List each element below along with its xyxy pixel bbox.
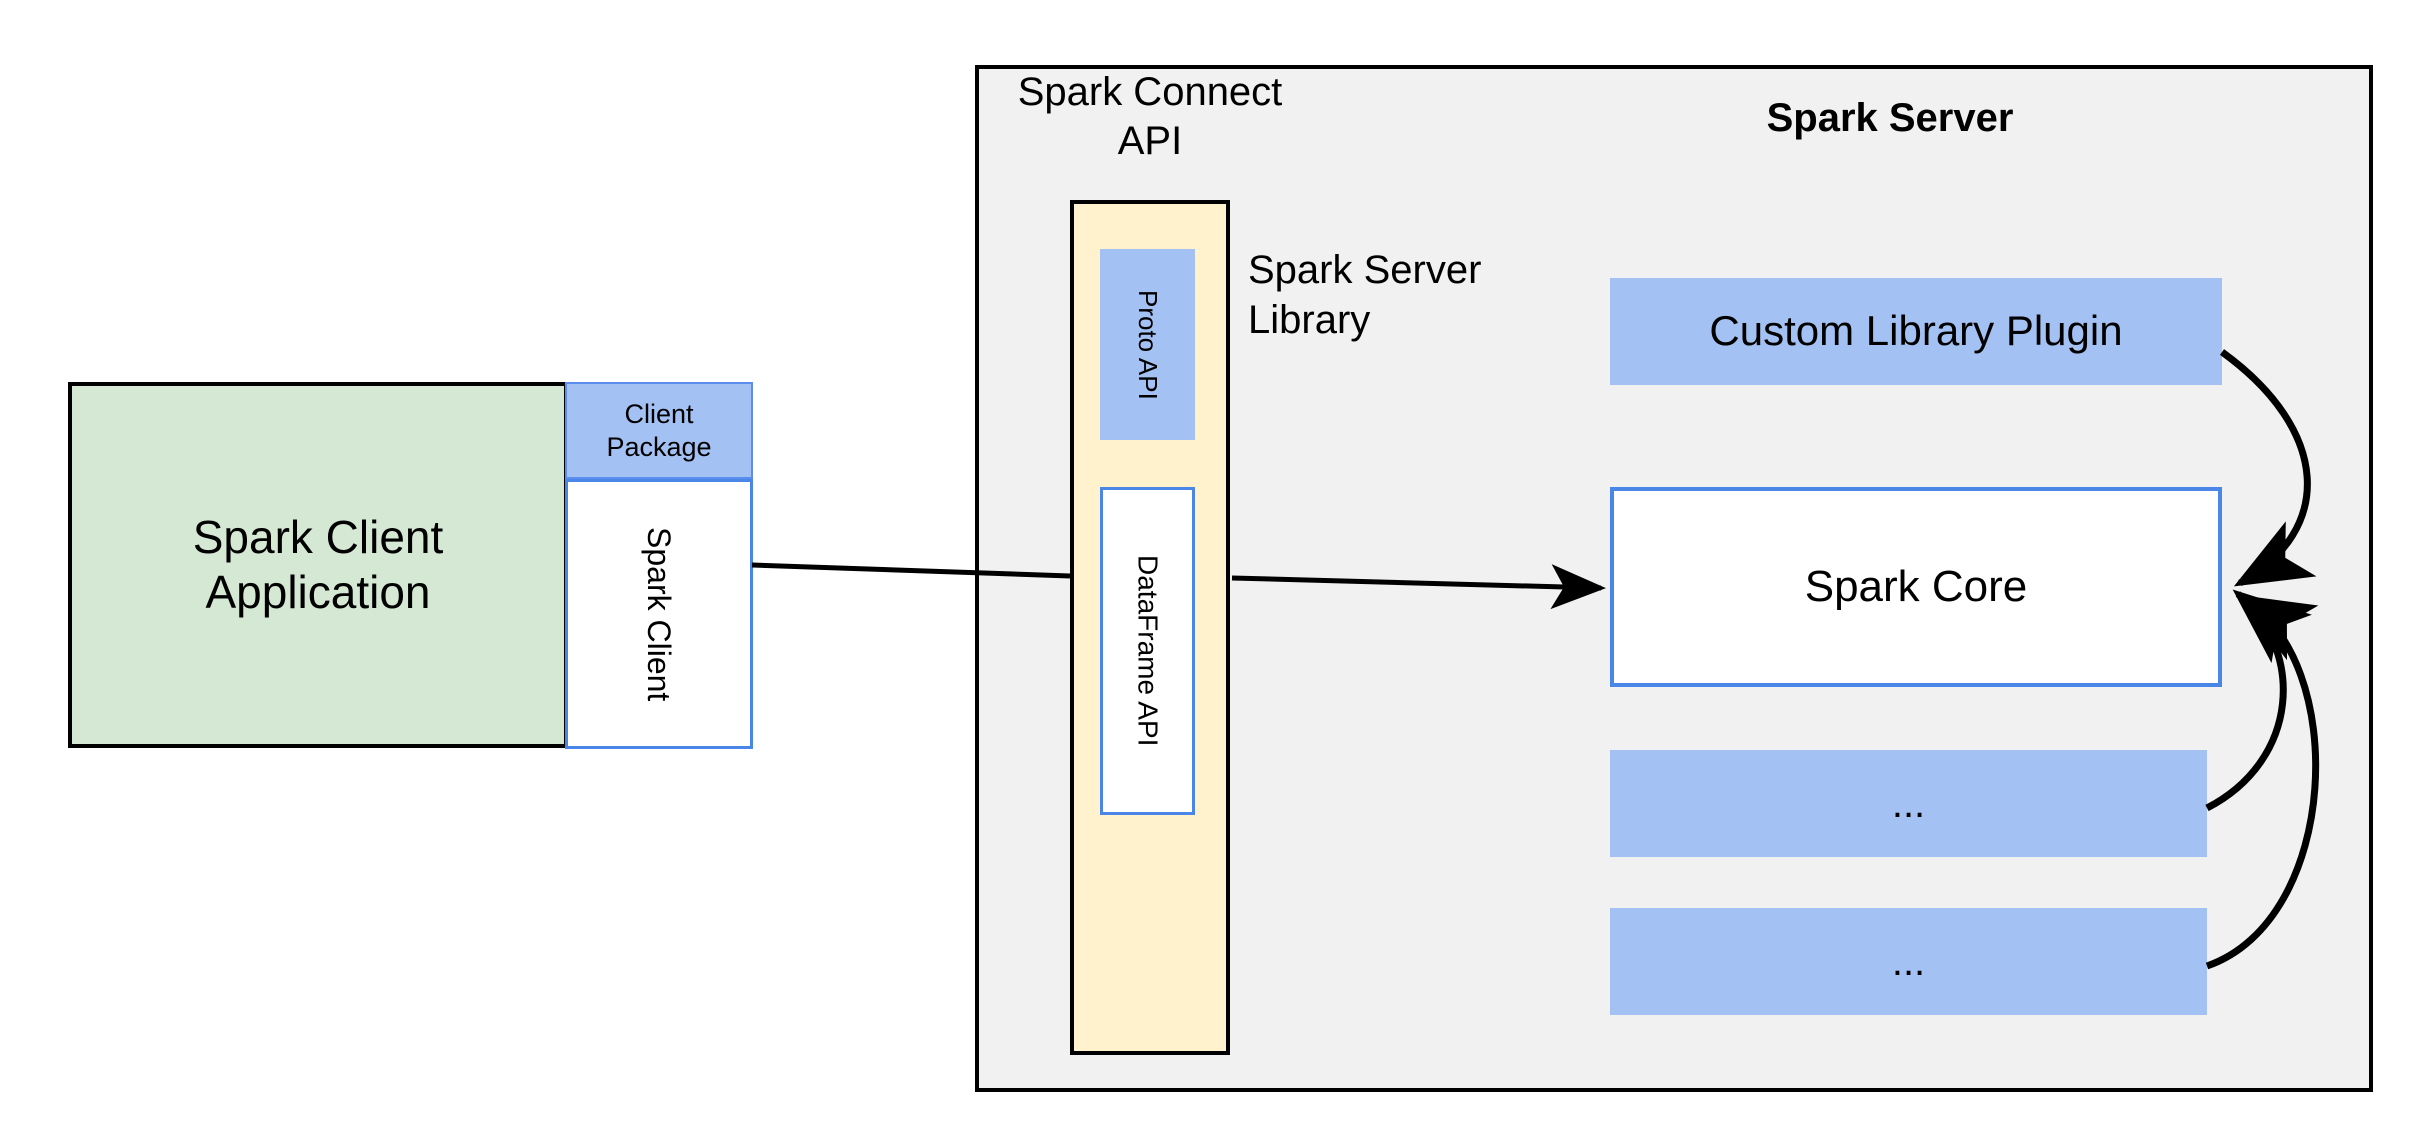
- dataframe-api-label: DataFrame API: [1132, 555, 1164, 747]
- spark-connect-api-label: Spark Connect API: [1000, 68, 1300, 166]
- spark-server-library-label: Spark Server Library: [1248, 245, 1588, 345]
- additional-component-box-2[interactable]: ...: [1610, 908, 2207, 1015]
- client-package-label: Client Package: [606, 398, 711, 463]
- proto-api-label: Proto API: [1133, 289, 1164, 400]
- client-package-label-line2: Package: [606, 431, 712, 462]
- additional-component-label-1: ...: [1891, 781, 1926, 826]
- spark-client-label: Spark Client: [641, 526, 678, 702]
- additional-component-box-1[interactable]: ...: [1610, 750, 2207, 857]
- server-library-label-line2: Library: [1248, 298, 1371, 342]
- server-library-label-line1: Spark Server: [1248, 248, 1482, 292]
- proto-api-box[interactable]: Proto API: [1100, 249, 1195, 440]
- connect-api-label-line1: Spark Connect: [1017, 70, 1283, 114]
- dataframe-api-box[interactable]: DataFrame API: [1100, 487, 1195, 815]
- client-app-label-line2: Application: [205, 566, 431, 618]
- client-package-label-line1: Client: [624, 399, 694, 430]
- spark-server-title: Spark Server: [1766, 96, 2014, 140]
- custom-library-plugin-box[interactable]: Custom Library Plugin: [1610, 278, 2222, 385]
- spark-client-application-box[interactable]: Spark Client Application: [68, 382, 568, 748]
- connect-api-label-line2: API: [1117, 118, 1183, 163]
- custom-library-plugin-label: Custom Library Plugin: [1709, 307, 2123, 355]
- spark-core-label: Spark Core: [1804, 561, 2028, 611]
- client-app-label-line1: Spark Client: [192, 510, 444, 563]
- spark-client-application-label: Spark Client Application: [193, 510, 444, 620]
- client-package-box[interactable]: Client Package: [565, 382, 753, 479]
- additional-component-label-2: ...: [1891, 939, 1926, 984]
- spark-client-box[interactable]: Spark Client: [565, 479, 753, 749]
- spark-core-box[interactable]: Spark Core: [1610, 487, 2222, 687]
